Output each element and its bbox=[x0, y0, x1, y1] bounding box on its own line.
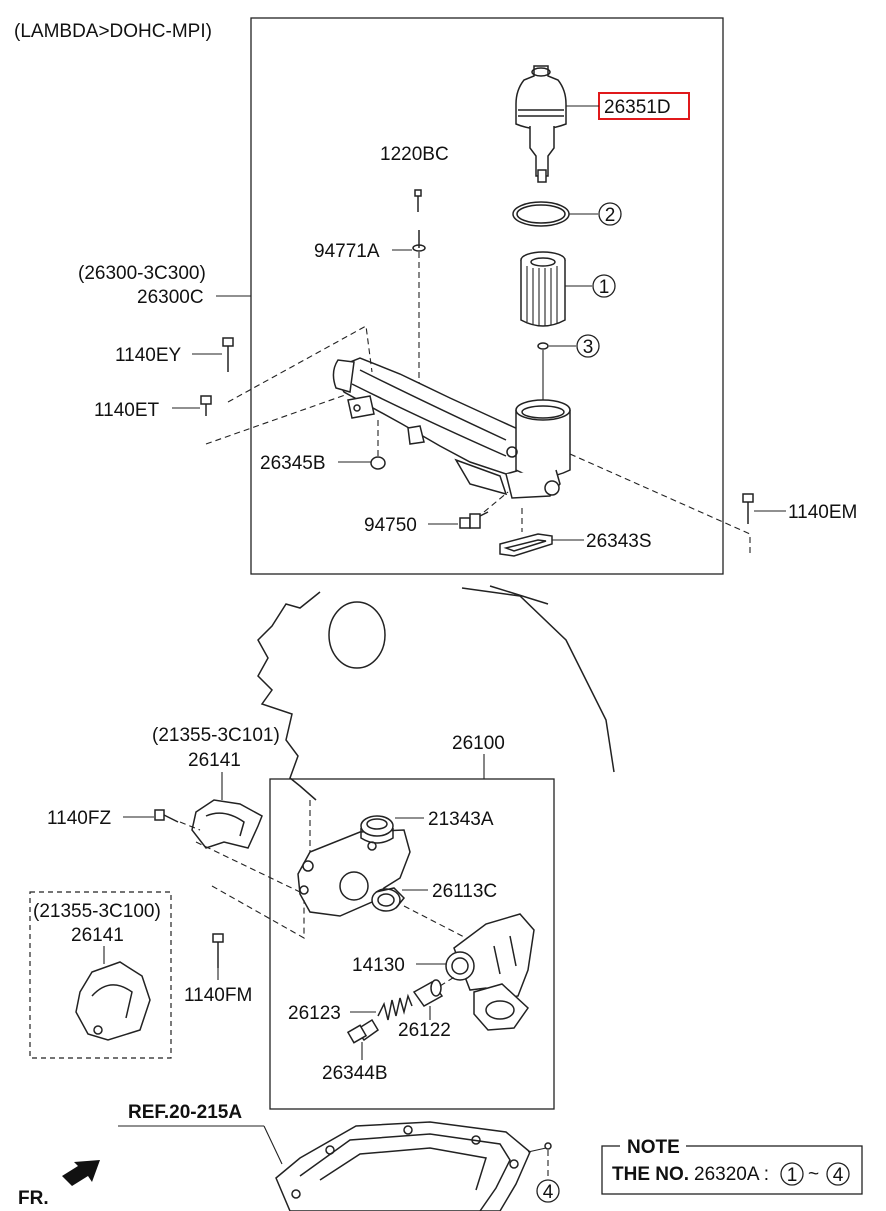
front-arrow-icon bbox=[62, 1160, 100, 1186]
callout-1-text: 1 bbox=[599, 277, 610, 298]
bolt-1140FZ-part bbox=[154, 809, 179, 823]
alternate-part-frame bbox=[29, 891, 172, 1059]
bushing-26113C-part bbox=[371, 887, 406, 912]
filter-housing-module-part bbox=[332, 357, 571, 499]
note-box bbox=[601, 1145, 863, 1195]
callout-4 bbox=[536, 1179, 560, 1203]
label-26141-b[interactable]: 26141 bbox=[71, 925, 124, 946]
callout-2-text: 2 bbox=[605, 205, 616, 226]
callout-2 bbox=[598, 202, 622, 226]
label-94750[interactable]: 94750 bbox=[364, 515, 417, 536]
sensor-94750-part bbox=[459, 511, 489, 529]
label-26345B[interactable]: 26345B bbox=[260, 453, 326, 474]
label-94771A[interactable]: 94771A bbox=[314, 241, 380, 262]
label-26141-a[interactable]: 26141 bbox=[188, 750, 241, 771]
chain-guide-26141-upper-part bbox=[191, 799, 263, 849]
note-callout-to bbox=[826, 1162, 850, 1186]
label-1140ET[interactable]: 1140ET bbox=[94, 400, 160, 421]
label-26300C[interactable]: 26300C bbox=[137, 287, 204, 308]
label-1140FZ[interactable]: 1140FZ bbox=[47, 808, 111, 829]
label-1140EY[interactable]: 1140EY bbox=[115, 345, 182, 366]
label-26113C[interactable]: 26113C bbox=[432, 881, 497, 902]
label-1220BC[interactable]: 1220BC bbox=[380, 144, 449, 165]
label-21343A[interactable]: 21343A bbox=[428, 809, 494, 830]
strainer-14130-part bbox=[445, 913, 535, 1031]
note-part: 26320A : bbox=[694, 1164, 769, 1185]
label-26122[interactable]: 26122 bbox=[398, 1020, 451, 1041]
label-26343S[interactable]: 26343S bbox=[586, 531, 652, 552]
callout-1 bbox=[592, 274, 616, 298]
callout-3 bbox=[576, 334, 600, 358]
label-26123[interactable]: 26123 bbox=[288, 1003, 341, 1024]
label-21355-a[interactable]: (21355-3C101) bbox=[152, 725, 280, 746]
oil-pump-assembly-frame bbox=[269, 778, 555, 1110]
seal-21343A-part bbox=[360, 815, 394, 844]
drain-plug-part bbox=[544, 1142, 552, 1150]
note-title: NOTE bbox=[627, 1137, 680, 1158]
label-ref[interactable]: REF.20-215A bbox=[128, 1102, 242, 1123]
bolt-1140EM-part bbox=[742, 493, 754, 524]
gasket-26343S-part bbox=[499, 533, 553, 557]
bolt-1140ET-part bbox=[200, 395, 212, 416]
label-1140EM[interactable]: 1140EM bbox=[788, 502, 857, 523]
note-to-text: 4 bbox=[833, 1165, 844, 1186]
filter-cap-part bbox=[515, 65, 567, 183]
chain-guide-26141-lower-part bbox=[75, 961, 151, 1041]
plug-26344B-part bbox=[346, 1018, 379, 1044]
label-14130[interactable]: 14130 bbox=[352, 955, 405, 976]
label-26100[interactable]: 26100 bbox=[452, 733, 505, 754]
front-direction-label: FR. bbox=[18, 1188, 49, 1209]
engine-block-outline bbox=[257, 585, 615, 801]
filter-element-part bbox=[520, 251, 566, 327]
note-separator: ~ bbox=[808, 1164, 819, 1185]
bolt-1140EY-part bbox=[222, 337, 234, 372]
label-26344B[interactable]: 26344B bbox=[322, 1063, 388, 1084]
label-1140FM[interactable]: 1140FM bbox=[184, 985, 252, 1006]
bolt-1140FM-part bbox=[212, 933, 224, 968]
label-26351D[interactable]: 26351D bbox=[604, 97, 671, 118]
note-prefix: THE NO. bbox=[612, 1164, 689, 1185]
spring-26123-part bbox=[377, 993, 413, 1021]
label-21355-b[interactable]: (21355-3C100) bbox=[33, 901, 161, 922]
note-callout-from bbox=[780, 1162, 804, 1186]
oil-pan-part bbox=[275, 1121, 531, 1211]
engine-header: (LAMBDA>DOHC-MPI) bbox=[14, 21, 212, 42]
plunger-26122-part bbox=[412, 979, 444, 1007]
callout-3-text: 3 bbox=[583, 337, 594, 358]
note-from-text: 1 bbox=[787, 1165, 798, 1186]
label-26300-alt[interactable]: (26300-3C300) bbox=[78, 263, 206, 284]
small-o-ring-part bbox=[537, 342, 549, 350]
oil-pump-body-part bbox=[297, 829, 411, 917]
callout-4-text: 4 bbox=[543, 1182, 554, 1203]
plug-26345B-part bbox=[370, 456, 386, 470]
